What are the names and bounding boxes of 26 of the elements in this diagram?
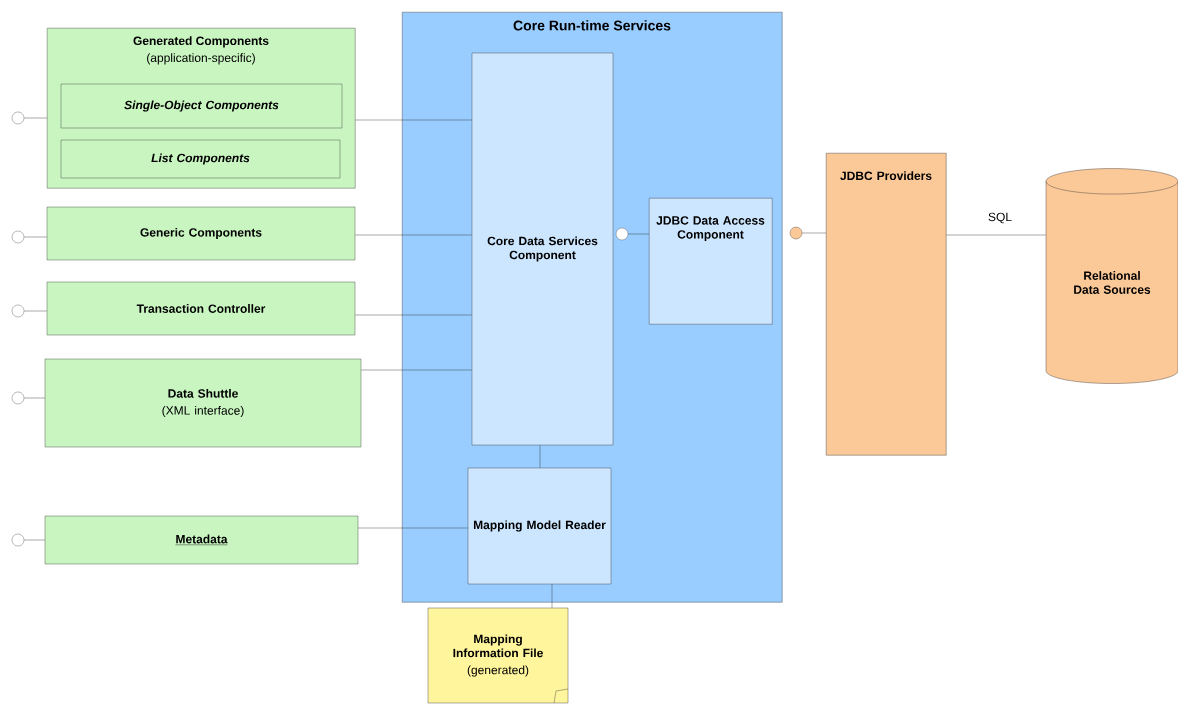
component-box: JDBC Data Access Component [649,198,773,325]
connector-line [355,119,472,121]
connector-line [355,234,472,236]
connector-line [551,584,553,608]
component-box: List Components [60,139,341,179]
connector-line [802,232,827,234]
connector-line [946,234,1046,236]
component-box: Generic Components [46,206,356,261]
connector-line [361,369,472,371]
connector-line [24,539,45,541]
connector-line [358,527,468,529]
connector-line [24,397,45,399]
connector-line [628,233,650,235]
connector-line [24,310,47,312]
component-box: Metadata [44,515,359,565]
component-box: Transaction Controller [46,281,356,336]
component-box: Core Data Services Component [471,52,614,446]
connector-line [24,236,47,238]
connector-line [355,314,472,316]
component-box: JDBC Providers [826,153,947,456]
component-box: Single-Object Components [60,83,343,129]
connector-line [24,117,48,119]
connector-line [539,445,541,468]
database-cylinder: Relational Data Sources [1045,168,1178,384]
component-box: Mapping Model Reader [467,467,612,585]
component-box: Data Shuttle (XML interface) [44,358,362,448]
